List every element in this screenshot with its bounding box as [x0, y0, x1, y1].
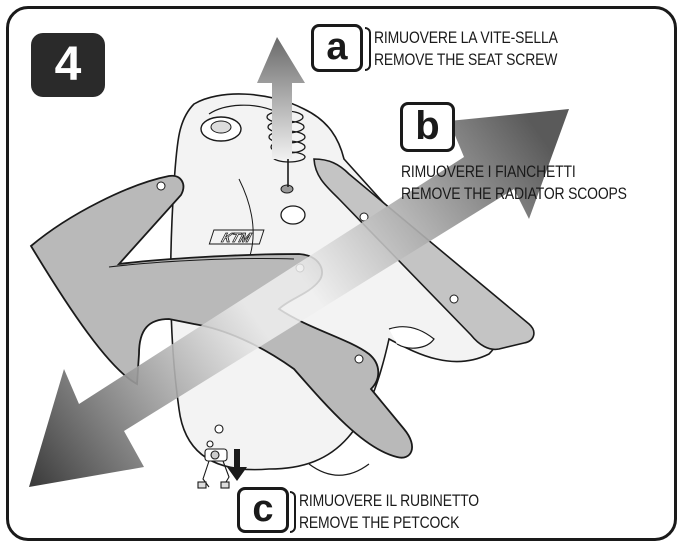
step-a-label-en: REMOVE THE SEAT SCREW: [374, 50, 558, 69]
up-arrow-icon: [257, 37, 305, 159]
svg-text:KTM: KTM: [220, 230, 254, 245]
petcock-icon: [197, 424, 230, 489]
step-b-label-en: REMOVE THE RADIATOR SCOOPS: [401, 184, 627, 203]
step-c-bracket: [290, 491, 296, 533]
step-number-badge: 4: [31, 33, 105, 97]
instruction-panel: KTM 4 a RIMUOVE: [6, 6, 677, 541]
down-arrow-icon: [227, 449, 247, 481]
step-a-label-it: RIMUOVERE LA VITE-SELLA: [374, 28, 558, 47]
motorcycle-tank-illustration: KTM: [29, 37, 569, 489]
step-b-label-it: RIMUOVERE I FIANCHETTI: [401, 162, 576, 181]
step-a-bracket: [365, 27, 371, 71]
step-c-label-en: REMOVE THE PETCOCK: [299, 513, 460, 532]
ktm-logo: KTM: [208, 229, 265, 245]
step-c-label-it: RIMUOVERE IL RUBINETTO: [299, 491, 479, 510]
diagonal-double-arrow-icon: [29, 109, 569, 487]
step-a-letter: a: [311, 24, 363, 72]
step-c-letter: c: [237, 487, 289, 533]
right-radiator-scoop: [313, 158, 535, 351]
step-b-letter: b: [400, 102, 455, 152]
